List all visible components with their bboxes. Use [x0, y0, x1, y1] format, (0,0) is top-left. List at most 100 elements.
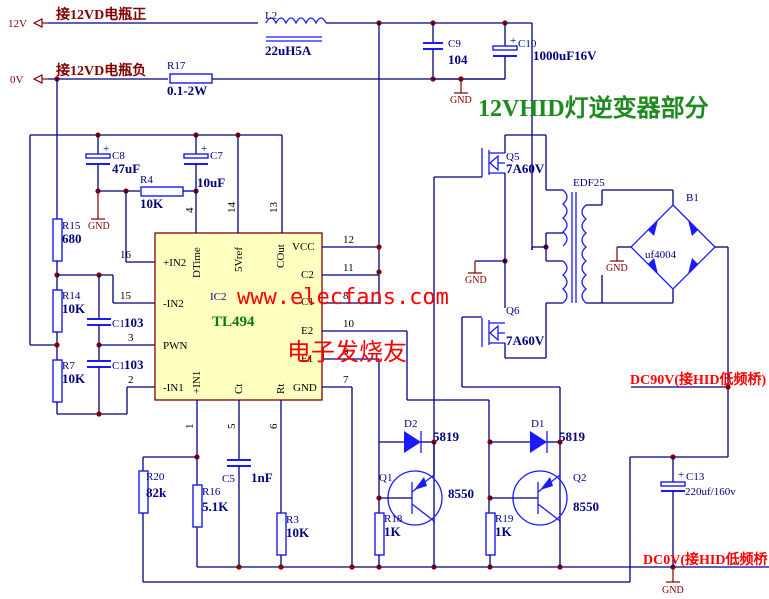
port-12v-note: 接12VD电瓶正 — [56, 6, 146, 23]
R19-ref: R19 — [495, 513, 514, 525]
pin-number: 2 — [128, 374, 134, 386]
pin-name: PWN — [163, 340, 188, 352]
L2-value: 22uH5A — [265, 43, 312, 58]
svg-text:GND: GND — [450, 95, 472, 106]
capacitor-C10: + C10 1000uF16V — [433, 23, 597, 80]
R16-value: 5.1K — [202, 499, 229, 514]
port-arrow-icon — [32, 18, 43, 28]
Q2-value: 8550 — [573, 499, 599, 514]
resistor-R20: R20 82k — [138, 470, 167, 514]
watermark-url: www.elecfans.com — [237, 285, 449, 310]
pin-name: COut — [275, 244, 287, 268]
svg-text:GND: GND — [465, 275, 487, 286]
port-0v-note: 接12VD电瓶负 — [56, 62, 146, 79]
pin-number: 16 — [120, 249, 132, 261]
resistor-R7: R7 10K — [52, 359, 86, 403]
capacitor-C9: C9 104 — [423, 23, 468, 82]
capacitor-C8: + C8 47uF — [85, 135, 140, 191]
pin-name: E2 — [301, 325, 313, 337]
pin-number: 1 — [184, 424, 196, 430]
C9-ref: C9 — [448, 38, 461, 50]
capacitor-C12: C1 103 — [87, 357, 144, 414]
R17-value: 0.1-2W — [167, 83, 207, 98]
transistor-Q1: Q1 8550 — [379, 442, 474, 567]
mosfet-Q5: Q5 7A60V — [481, 148, 545, 177]
R19-value: 1K — [495, 524, 513, 539]
diode-D2: D2 5819 — [379, 418, 460, 453]
capacitor-C7: + C7 10uF — [183, 135, 225, 233]
B1-ref: B1 — [686, 192, 699, 204]
svg-text:GND: GND — [662, 585, 684, 596]
C8-value: 47uF — [112, 161, 140, 176]
C12-value: 103 — [124, 357, 144, 372]
svg-text:+: + — [510, 35, 516, 47]
diagram-title: 12VHID灯逆变器部分 — [478, 94, 709, 122]
C7-ref: C7 — [210, 150, 223, 162]
R14-ref: R14 — [62, 290, 81, 302]
port-12v: 12V 接12VD电瓶正 — [8, 6, 146, 30]
Q2-ref: Q2 — [573, 472, 586, 484]
pin-name: C1 — [301, 296, 314, 308]
Q5-value: 7A60V — [506, 161, 545, 176]
C7-value: 10uF — [197, 175, 225, 190]
R3-value: 10K — [286, 525, 310, 540]
pin-name: 5Vref — [233, 247, 245, 272]
pin-number: 11 — [343, 262, 354, 274]
pin-name: +IN1 — [191, 371, 203, 394]
svg-text:GND: GND — [88, 221, 110, 232]
ground-symbol: GND — [88, 191, 110, 232]
C5-value: 1nF — [251, 470, 273, 485]
pin-name: DTime — [191, 247, 203, 278]
L2-ref: L2 — [265, 10, 277, 22]
ground-symbol: GND — [662, 567, 684, 596]
mosfet-Q6: Q6 7A60V — [481, 305, 545, 348]
Q1-ref: Q1 — [379, 472, 392, 484]
capacitor-C13: + C13 220uf/160v — [660, 454, 736, 567]
resistor-R15: R15 680 — [52, 218, 82, 262]
pin-number: 10 — [343, 318, 355, 330]
pin-name: -IN2 — [163, 298, 184, 310]
transistor-Q2: Q2 8550 — [490, 470, 599, 567]
Q6-value: 7A60V — [506, 333, 545, 348]
R20-value: 82k — [146, 485, 167, 500]
pin-name: -IN1 — [163, 382, 184, 394]
C12-ref: C1 — [112, 360, 125, 372]
R18-ref: R18 — [384, 513, 403, 525]
pin-name: C2 — [301, 269, 314, 281]
ic-part: TL494 — [212, 314, 255, 330]
pin-number: 15 — [120, 290, 132, 302]
pin-number: 5 — [226, 423, 238, 429]
C10-value: 1000uF16V — [533, 48, 597, 63]
C8-ref: C8 — [112, 150, 125, 162]
D2-value: 5819 — [433, 429, 460, 444]
resistor-R19: R19 1K — [485, 512, 514, 556]
ic-ref: IC2 — [210, 291, 227, 303]
pin-number: 14 — [226, 202, 238, 214]
R4-ref: R4 — [140, 174, 153, 186]
R15-value: 680 — [62, 231, 82, 246]
R14-value: 10K — [62, 301, 86, 316]
inductor-L2: L2 22uH5A — [265, 10, 327, 58]
D1-ref: D1 — [531, 418, 544, 430]
C13-ref: C13 — [686, 471, 705, 483]
C11-value: 103 — [124, 315, 144, 330]
resistor-R14: R14 10K — [52, 289, 86, 333]
ground-symbol: GND — [465, 261, 487, 286]
pin-number: 8 — [343, 290, 349, 302]
transformer-EDF25: EDF25 — [545, 177, 605, 304]
svg-text:GND: GND — [606, 263, 628, 274]
pin-name: +IN2 — [163, 257, 186, 269]
Q1-value: 8550 — [448, 486, 474, 501]
port-12v-label: 12V — [8, 18, 27, 30]
B1-value: uf4004 — [645, 249, 677, 261]
capacitor-C5: C5 1nF — [222, 459, 273, 567]
C10-ref: C10 — [518, 38, 537, 50]
R18-value: 1K — [384, 524, 402, 539]
ground-symbol: GND — [606, 247, 628, 274]
pin-number: 13 — [268, 202, 280, 214]
Q6-ref: Q6 — [506, 305, 520, 317]
port-0v-label: 0V — [10, 74, 24, 86]
pin-number: 12 — [343, 234, 354, 246]
resistor-R4: R4 10K — [140, 174, 184, 211]
